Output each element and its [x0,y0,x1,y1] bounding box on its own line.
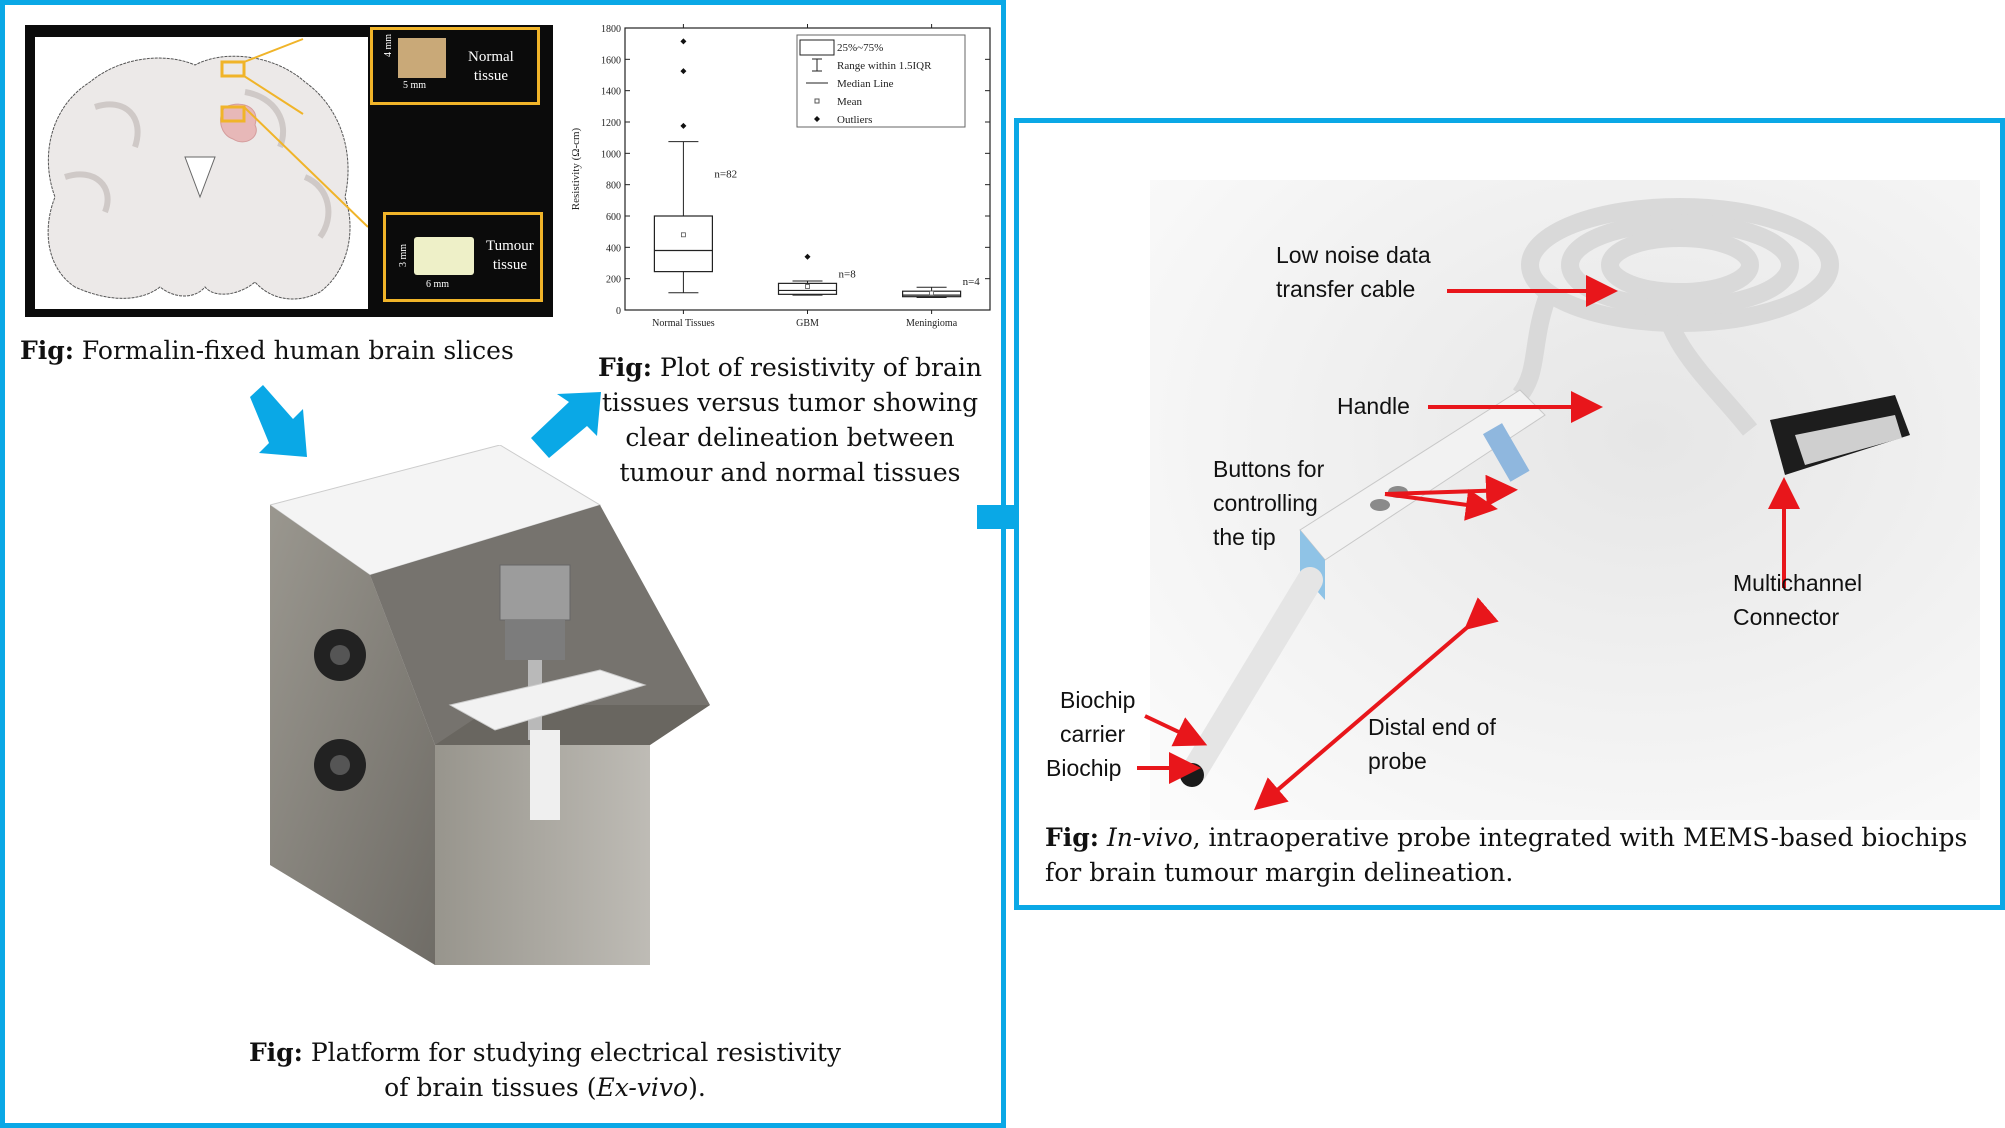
y-tick-label: 1800 [601,24,621,35]
brain-illustration [35,37,369,309]
normal-tissue-sample [398,38,446,78]
biochip-label: Biochip [1046,755,1122,781]
multichannel-connector [1770,395,1910,475]
connector-label: Multichannel Connector [1733,570,1863,630]
cable-label: Low noise data transfer cable [1276,242,1431,302]
caption-text: , intraoperative probe integrated with M… [1045,823,1968,887]
sample-size-label: n=8 [839,268,857,280]
y-tick-label: 1400 [601,87,621,98]
legend-box-symbol [799,39,835,56]
x-tick-label: Meningioma [906,318,958,329]
mean-marker [805,284,810,289]
normal-tissue-zoom-box: 4 mm 5 mm Normal tissue [370,27,540,105]
legend-label: 25%~75% [837,42,883,54]
y-tick-label: 0 [616,306,621,317]
caption-prefix: Fig: [598,353,652,382]
button-callout-arrow-2 [1384,488,1498,521]
resistivity-box-plot: 0 200 400 600 800 1000 1200 1400 1600 1800Resisti… [570,24,991,329]
legend-outlier-symbol [814,116,820,122]
y-tick-label: 800 [606,181,621,192]
caption-text: Plot of resistivity of brain tissues ver… [601,353,982,487]
buttons-label: Buttons for controlling the tip [1213,456,1325,550]
button-callout-arrow-1 [1384,474,1518,507]
mean-marker [681,232,686,238]
outlier-point [680,68,687,75]
legend-label: Range within 1.5IQR [837,60,932,72]
y-tick-label: 1600 [601,55,621,66]
legend-mean-symbol [814,98,820,104]
mean-marker [929,290,935,296]
biochip-carrier-callout-arrow [1144,714,1208,747]
tumour-width-label: 6 mm [426,279,450,290]
brain-slice-figure: 4 mm 5 mm Normal tissue 3 mm 6 mm Tumour… [25,25,553,317]
normal-tissue-label: Normal tissue [468,49,514,84]
legend-label: Median Line [837,78,894,90]
y-tick-label: 600 [606,212,621,223]
y-tick-label: 200 [606,275,621,286]
caption-text: Formalin-fixed human brain slices [73,336,514,365]
platform-caption: Fig: Platform for studying electrical re… [205,1035,885,1105]
tumour-tissue-label: Tumour tissue [486,238,534,273]
x-tick-label: GBM [796,318,819,329]
left-panel-frame: 4 mm 5 mm Normal tissue 3 mm 6 mm Tumour… [0,0,1006,1128]
outlier-point [804,253,811,260]
y-tick-label: 1000 [601,149,621,160]
brain-figure-caption: Fig: Formalin-fixed human brain slices [20,333,560,368]
brain-coronal-section [47,38,369,300]
legend-label: Outliers [837,114,872,126]
tumour-tissue-sample [414,237,474,275]
probe-caption: Fig: In-vivo, intraoperative probe integ… [1045,820,1995,890]
y-tick-label: 1200 [601,118,621,129]
arrow-down-right-icon [250,385,307,457]
y-tick-label: 400 [606,243,621,254]
y-axis-label: Resistivity (Ω-cm) [570,127,582,210]
resistivity-platform-render [270,445,710,965]
iqr-box [653,215,714,273]
distal-end-callout-arrow [1253,597,1499,811]
distal-end-label: Distal end of probe [1368,714,1496,774]
sample-size-label: n=82 [714,169,737,181]
normal-width-label: 5 mm [403,80,427,91]
caption-line2-italic: Ex-vivo [596,1073,689,1102]
caption-prefix: Fig: [1045,823,1099,852]
caption-prefix: Fig: [248,1038,303,1067]
coiled-cable [1512,198,1839,436]
x-tick-label: Normal Tissues [652,318,715,329]
caption-prefix: Fig: [20,336,74,365]
handle-label: Handle [1337,393,1410,419]
plot-caption: Fig: Plot of resistivity of brain tissue… [595,350,985,490]
sample-size-label: n=4 [963,276,981,288]
tumour-tissue-zoom-box: 3 mm 6 mm Tumour tissue [383,212,543,302]
caption-line1: Platform for studying electrical resisti… [302,1038,842,1067]
biochip-carrier-label: Biochip carrier [1060,687,1136,747]
outlier-point [680,38,687,45]
outlier-point [680,122,687,129]
caption-line2-b: ). [688,1073,706,1102]
caption-italic: In-vivo [1098,823,1193,852]
legend-label: Mean [837,96,863,108]
arrow-up-right-icon [531,392,601,458]
caption-line2-a: of brain tissues ( [384,1073,597,1102]
